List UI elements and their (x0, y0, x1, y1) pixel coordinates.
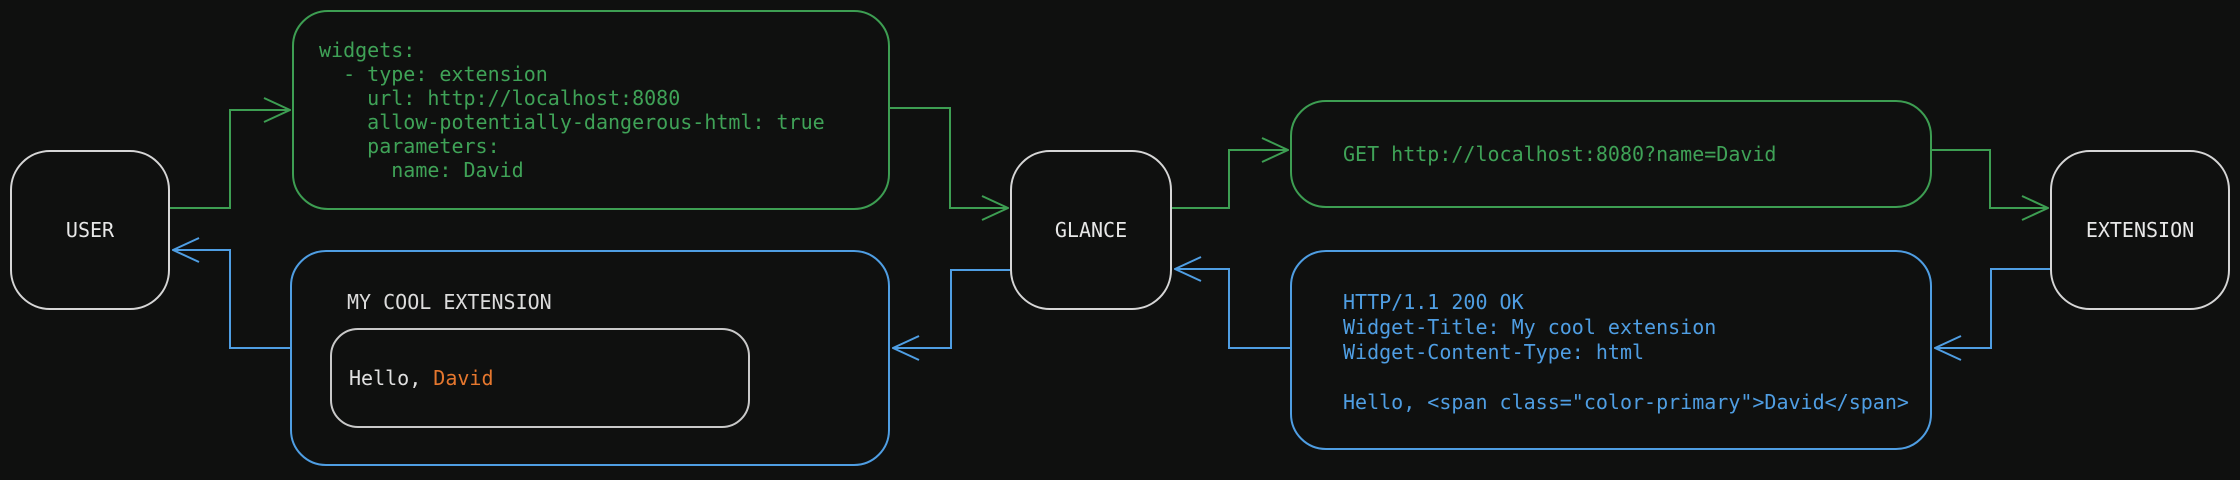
http-response-code: HTTP/1.1 200 OK Widget-Title: My cool ex… (1343, 290, 1909, 414)
arrow-user-to-config (170, 110, 290, 209)
widget-greeting-box: Hello, David (330, 328, 750, 428)
arrow-glance-to-widget (893, 269, 1010, 348)
arrow-request-to-extension (1932, 149, 2048, 208)
arrow-extension-to-response (1935, 268, 2050, 348)
node-extension-label: EXTENSION (2085, 218, 2195, 242)
arrow-glance-to-request (1172, 150, 1288, 209)
greeting-name: David (433, 366, 494, 390)
http-request-box: GET http://localhost:8080?name=David (1290, 100, 1932, 208)
widget-title: MY COOL EXTENSION (347, 290, 552, 314)
rendered-widget-box: MY COOL EXTENSION Hello, David (290, 250, 890, 466)
greeting-prefix: Hello, (349, 366, 434, 390)
node-glance: GLANCE (1010, 150, 1172, 310)
node-extension: EXTENSION (2050, 150, 2230, 310)
arrow-response-to-glance (1175, 269, 1290, 349)
node-user-label: USER (65, 218, 115, 242)
yaml-config-code: widgets: - type: extension url: http://l… (319, 38, 825, 182)
node-glance-label: GLANCE (1054, 218, 1128, 242)
http-request-code: GET http://localhost:8080?name=David (1343, 142, 1777, 166)
arrow-config-to-glance (890, 107, 1008, 208)
arrow-widget-to-user (173, 250, 290, 349)
http-response-box: HTTP/1.1 200 OK Widget-Title: My cool ex… (1290, 250, 1932, 450)
yaml-config-box: widgets: - type: extension url: http://l… (292, 10, 890, 210)
node-user: USER (10, 150, 170, 310)
